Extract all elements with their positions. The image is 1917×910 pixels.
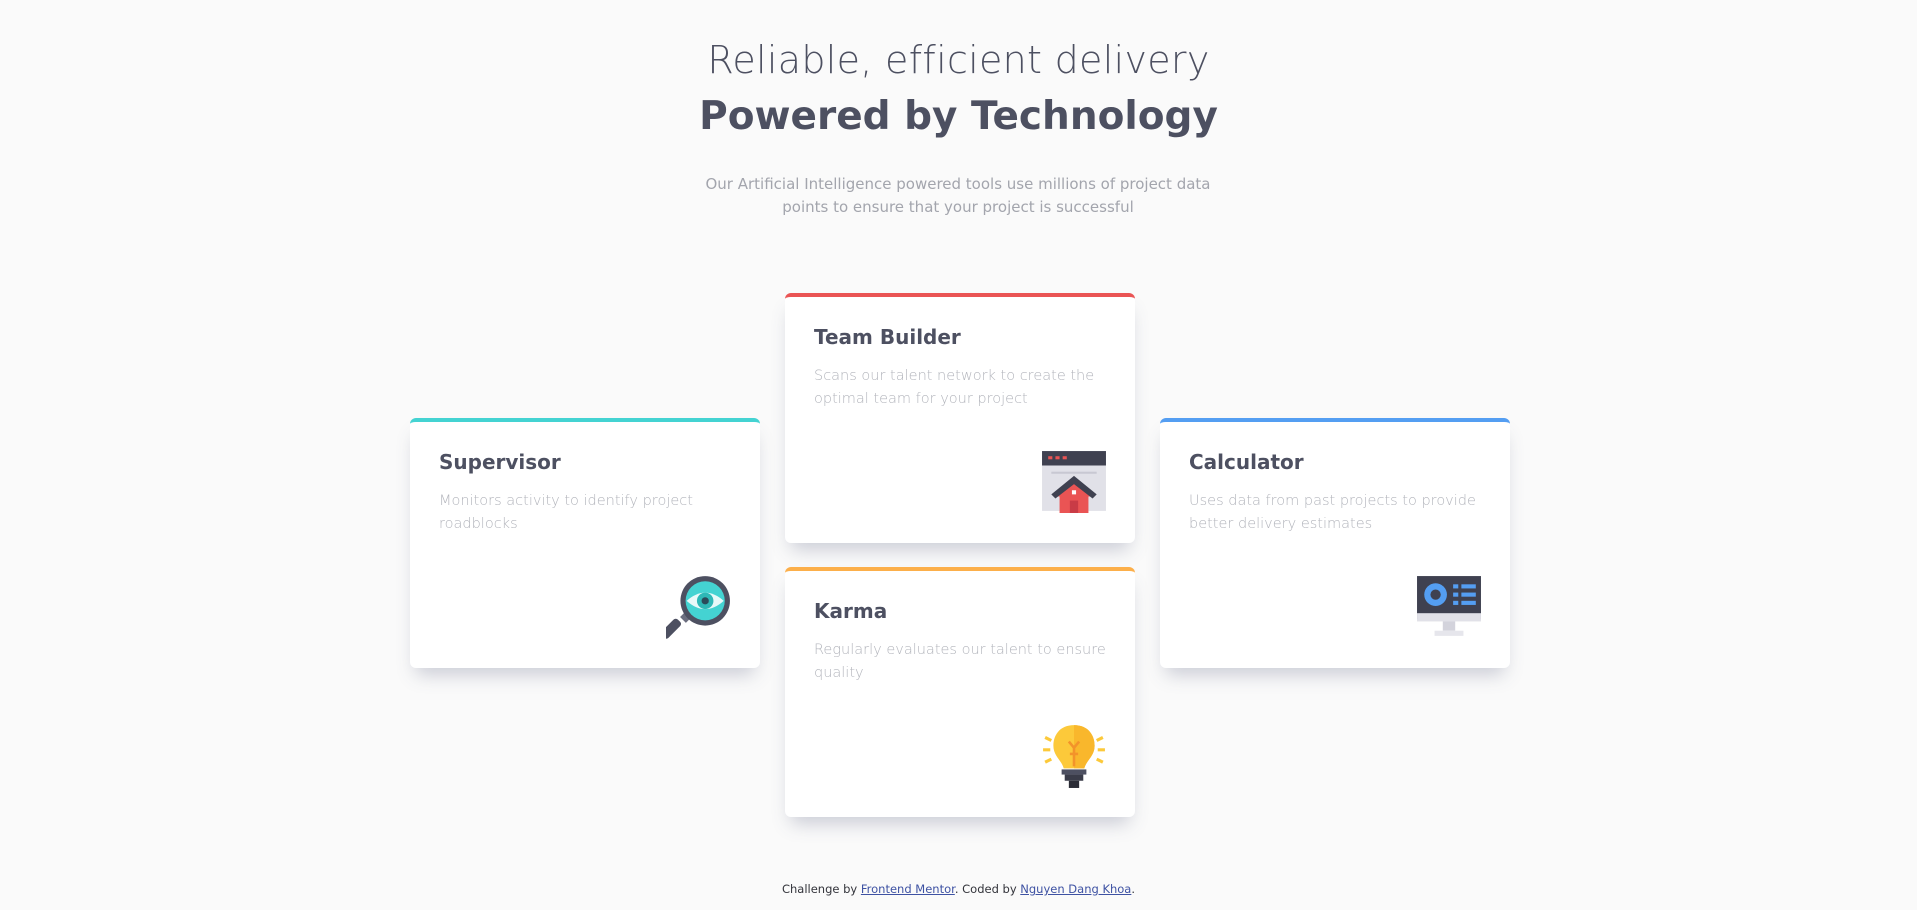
card-title: Karma	[814, 599, 888, 623]
card-supervisor: Supervisor Monitors activity to identify…	[410, 418, 760, 668]
card-description: Regularly evaluates our talent to ensure…	[814, 642, 1106, 681]
headline-bold: Powered by Technology	[699, 94, 1218, 139]
light-bulb-icon	[1041, 723, 1107, 789]
card-calculator: Calculator Uses data from past projects …	[1160, 418, 1510, 668]
headline-light: Reliable, efficient delivery	[707, 38, 1210, 82]
browser-house-icon	[1041, 449, 1107, 515]
monitor-chart-icon	[1416, 574, 1482, 640]
card-title: Supervisor	[439, 450, 561, 474]
card-title: Calculator	[1189, 450, 1304, 474]
card-karma: Karma Regularly evaluates our talent to …	[785, 567, 1135, 817]
card-team-builder: Team Builder Scans our talent network to…	[785, 293, 1135, 543]
footer-middle: . Coded by	[954, 882, 1021, 896]
card-title: Team Builder	[814, 325, 961, 349]
attribution-footer: Challenge by Frontend Mentor. Coded by N…	[0, 882, 1917, 896]
author-link[interactable]: Nguyen Dang Khoa	[1020, 882, 1132, 896]
footer-suffix: .	[1131, 882, 1136, 896]
card-description: Scans our talent network to create the o…	[814, 368, 1095, 407]
card-description: Monitors activity to identify project ro…	[439, 493, 693, 532]
footer-prefix: Challenge by	[781, 882, 861, 896]
frontend-mentor-link[interactable]: Frontend Mentor	[860, 882, 955, 896]
magnifier-eye-icon	[666, 574, 732, 640]
intro-text: Our Artificial Intelligence powered tool…	[705, 175, 1211, 216]
card-description: Uses data from past projects to provide …	[1189, 493, 1476, 532]
